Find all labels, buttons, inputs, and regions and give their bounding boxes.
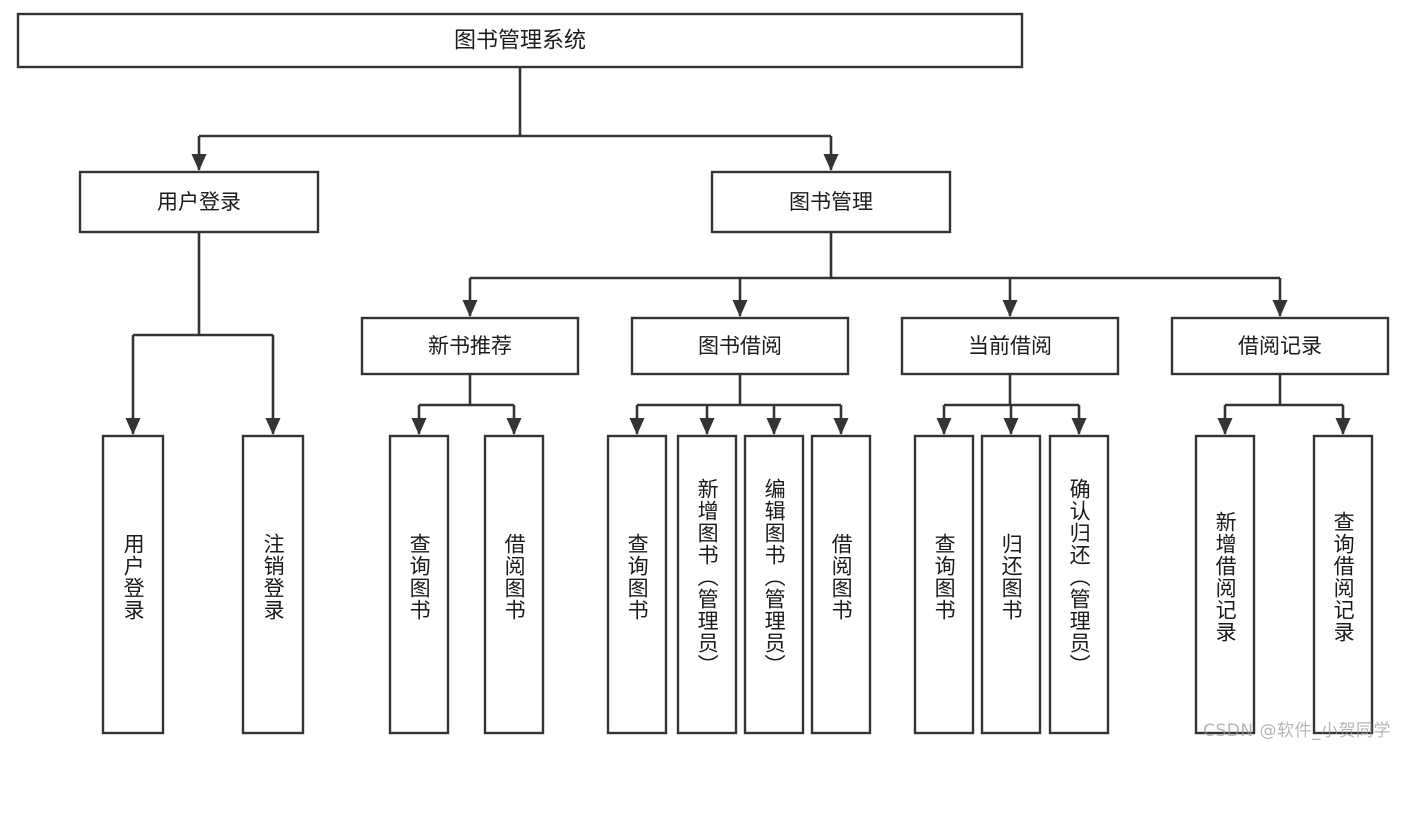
arrow-head-icon [629, 418, 645, 435]
arrow-head-icon [411, 418, 427, 435]
arrow-head-icon [1003, 418, 1019, 435]
node-box-current-borrow[interactable] [900, 316, 1120, 376]
node-label-new-book-recommend: 新书推荐 [428, 334, 512, 358]
arrow-head-icon [1071, 418, 1087, 435]
node-box-leaf-add-book[interactable] [676, 434, 738, 735]
node-box-leaf-user-login[interactable] [101, 434, 165, 735]
node-box-user-login[interactable] [78, 170, 320, 234]
node-box-leaf-query-record[interactable] [1312, 434, 1374, 735]
node-box-leaf-confirm-return[interactable] [1048, 434, 1110, 735]
arrow-head-icon [936, 418, 952, 435]
node-box-leaf-return-book[interactable] [980, 434, 1042, 735]
arrow-head-icon [699, 418, 715, 435]
node-box-leaf-query-book-rec[interactable] [388, 434, 450, 735]
arrow-head-icon [1002, 300, 1018, 317]
arrow-head-icon [1217, 418, 1233, 435]
arrow-head-icon [191, 154, 207, 171]
node-box-leaf-edit-book[interactable] [743, 434, 805, 735]
arrow-head-icon [462, 300, 478, 317]
node-label-borrow-record: 借阅记录 [1238, 334, 1322, 358]
arrow-head-icon [1335, 418, 1351, 435]
node-label-user-login: 用户登录 [157, 190, 241, 214]
node-box-borrow-record[interactable] [1170, 316, 1390, 376]
arrow-head-icon [265, 418, 281, 435]
node-box-book-borrow[interactable] [630, 316, 850, 376]
node-box-leaf-query-book-borrow[interactable] [606, 434, 668, 735]
arrow-head-icon [766, 418, 782, 435]
node-box-leaf-borrow-book[interactable] [810, 434, 872, 735]
node-label-root: 图书管理系统 [454, 29, 586, 54]
node-box-leaf-add-record[interactable] [1194, 434, 1256, 735]
node-label-book-borrow: 图书借阅 [698, 334, 782, 358]
node-box-leaf-borrow-book-rec[interactable] [483, 434, 545, 735]
diagram-canvas: 图书管理系统用户登录图书管理新书推荐图书借阅当前借阅借阅记录 用户登录注销登录查… [16, 12, 1391, 741]
node-box-leaf-logout[interactable] [241, 434, 305, 735]
arrow-head-icon [125, 418, 141, 435]
node-label-book-manage: 图书管理 [789, 190, 873, 214]
arrow-head-icon [1272, 300, 1288, 317]
node-box-leaf-query-book-cur[interactable] [913, 434, 975, 735]
connector-edges [125, 67, 1351, 435]
node-label-current-borrow: 当前借阅 [968, 334, 1052, 358]
arrow-head-icon [506, 418, 522, 435]
node-box-root[interactable] [16, 12, 1024, 69]
node-box-new-book-recommend[interactable] [360, 316, 580, 376]
arrow-head-icon [833, 418, 849, 435]
node-box-book-manage[interactable] [710, 170, 952, 234]
arrow-head-icon [823, 154, 839, 171]
arrow-head-icon [732, 300, 748, 317]
node-boxes [16, 12, 1390, 735]
